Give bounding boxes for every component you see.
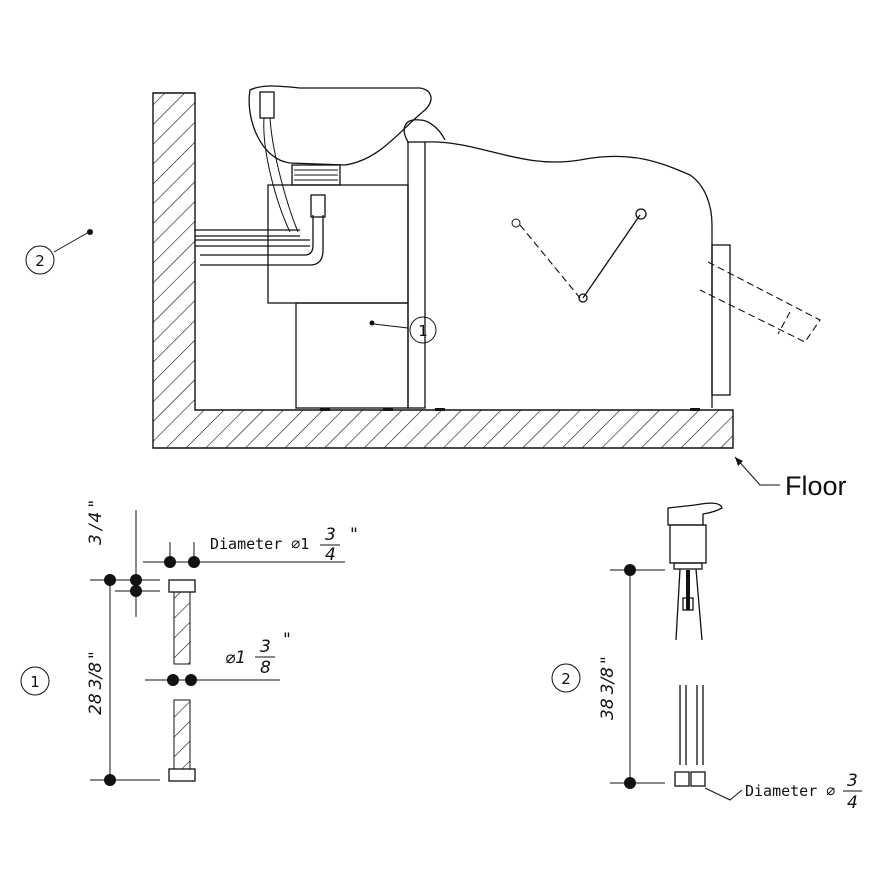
svg-text:3: 3: [325, 525, 336, 545]
svg-text:Diameter ⌀: Diameter ⌀: [745, 782, 835, 800]
svg-text:4: 4: [847, 793, 858, 813]
faucet-hose-detail: 2 383/8" Diameter ⌀ 3 4: [551, 502, 862, 813]
shampoo-bowl: [248, 85, 432, 233]
outer-diameter-label: Diameter ⌀1: [210, 535, 309, 553]
svg-text:2: 2: [35, 252, 45, 270]
wall-floor-hatch: [152, 92, 734, 449]
faucet-length-dimension: 383/8": [598, 656, 618, 720]
svg-text:3: 3: [847, 771, 858, 791]
drain-length-dimension: 283/8": [86, 651, 106, 715]
svg-text:⌀1: ⌀1: [225, 648, 246, 668]
floor-label: Floor: [734, 456, 847, 501]
callout-2-marker: 2: [25, 229, 93, 275]
svg-text:2: 2: [561, 670, 571, 688]
svg-text:1: 1: [30, 673, 40, 691]
svg-text:": ": [283, 630, 291, 650]
svg-text:": ": [350, 525, 358, 545]
chair-body: [320, 119, 821, 411]
svg-text:4: 4: [325, 545, 336, 565]
top-offset-dimension: 3/4": [86, 500, 106, 545]
svg-text:Floor: Floor: [785, 471, 847, 501]
drain-hose-detail: 1 3/4" Diameter ⌀1 3 4 " ⌀1 3 8 " 283/8": [20, 500, 358, 786]
svg-text:8: 8: [260, 658, 271, 678]
supply-pipes: [195, 194, 326, 266]
svg-text:1: 1: [418, 322, 428, 340]
svg-text:3: 3: [260, 637, 271, 657]
